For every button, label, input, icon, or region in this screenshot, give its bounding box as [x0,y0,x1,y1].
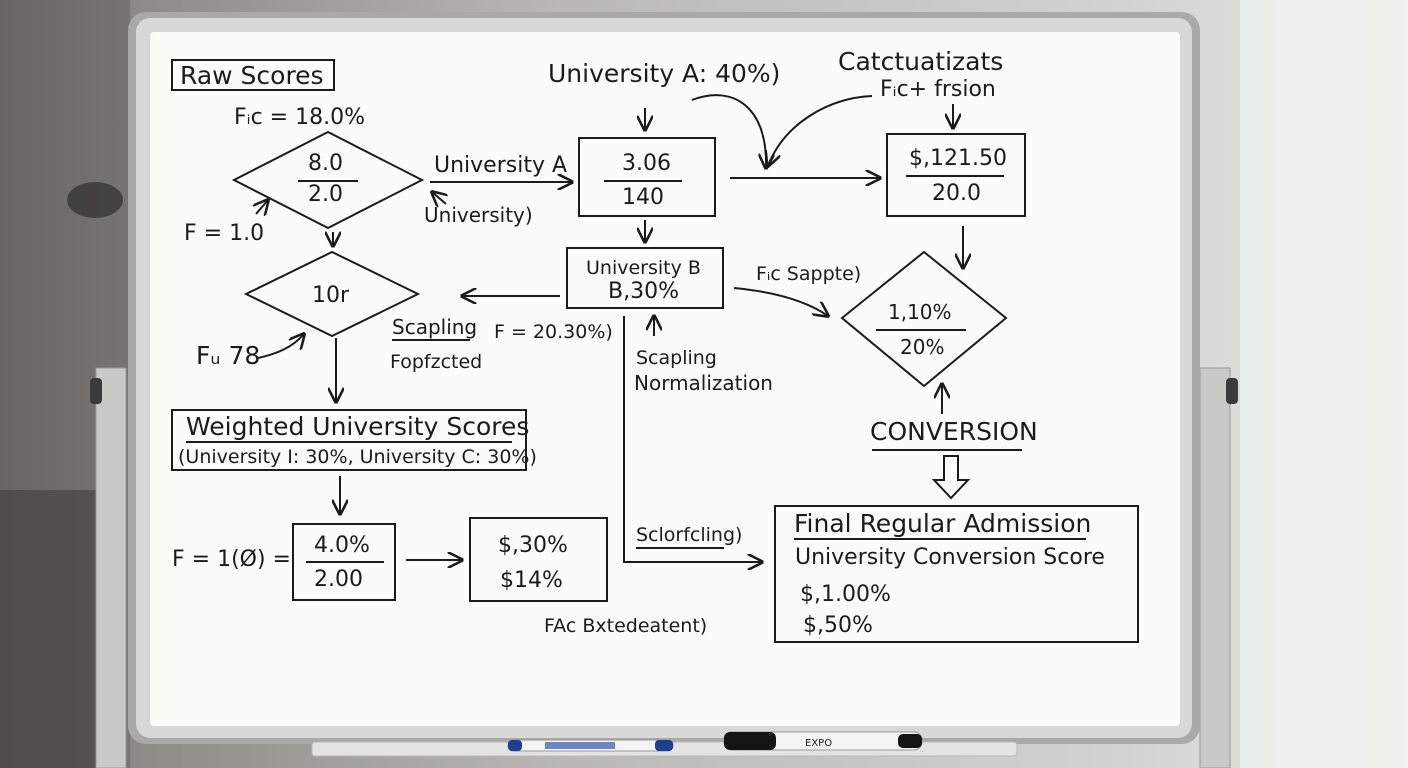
top-right-box [886,133,1026,217]
conversion-label: CONVERSION [870,417,1038,446]
conversion-diamond [840,250,1008,388]
univ-b-line1: University B [586,257,701,279]
arrow-univ-a-label-curve [691,94,766,168]
top-right-bottom: 20.0 [932,181,981,206]
black-marker-label: EXPO [805,738,832,749]
diamond3-bottom: 20% [900,335,944,359]
arrow-univ-b-to-final [623,316,762,562]
result-box-b [469,517,608,602]
diamond2-value: 10r [312,283,350,308]
fopfzcted-label: Fopfzcted [390,351,482,373]
f-one-arrow [256,200,268,214]
catcutatization-label: Catctuatizats [838,47,1003,76]
weighted-subtitle: (University I: 30%, University C: 30%) [178,446,537,468]
raw-score-diamond [231,130,425,230]
final-value-2: $,50% [803,613,873,638]
fic-sappte-label: Fᵢc Sappte) [756,263,861,285]
top-right-top: $,121.50 [909,146,1007,171]
edge-university: University) [424,203,533,227]
f-u78-label: Fᵤ 78 [196,341,260,370]
edge-university-a: University A [434,153,567,178]
arrow-fic-prsion-curve [768,95,873,166]
box-b-bottom: $14% [500,568,563,593]
final-title: Final Regular Admission [794,509,1091,538]
univ-a-top-value: 3.06 [622,151,671,176]
stand-leg-right [1199,367,1231,768]
weighted-title: Weighted University Scores [186,412,529,441]
diamond3-top: 1,10% [888,300,952,324]
sclorfcling-label: Sclorfcling) [636,524,742,546]
f-u78-arrow [257,334,304,359]
box-b-top: $,30% [498,533,568,558]
whiteboard-surface [150,32,1180,726]
fic-prsion-label: Fᵢc+ frsion [880,77,996,102]
diamond1-bottom: 2.0 [308,182,343,207]
scapling-middle: Scapling [636,347,717,369]
arrow-univ-b-to-diamond3 [733,287,828,316]
result-box-a [292,523,396,601]
background-chairs [0,490,110,768]
raw-scores-label: Raw Scores [180,61,324,90]
stand-leg-left [95,367,127,768]
normalization-label: Normalization [634,371,773,395]
final-subtitle: University Conversion Score [795,545,1105,570]
diamond1-top: 8.0 [308,151,343,176]
hollow-down-arrow-icon [931,455,971,500]
box-a-top: 4.0% [314,533,370,558]
scaled-diamond [243,250,421,338]
raw-scores-label-box [171,59,335,91]
final-value-1: $,1.00% [800,582,891,607]
univ-a-bottom-value: 140 [622,185,664,210]
stand-knob-left [90,378,102,404]
final-score-box [774,505,1139,643]
university-back-arrow [432,192,446,204]
f-formula-label: F = 1(Ø) = [172,547,291,572]
f-2030-label: F = 20.30%) [494,321,613,343]
univ-a-top-label: University A: 40%) [548,59,780,88]
background-window [1240,0,1408,768]
weighted-scores-box [171,409,527,471]
univ-a-box [578,137,716,217]
fic-value: Fᵢc = 18.0% [234,105,365,130]
background-lamp [67,182,123,218]
f-one-label: F = 1.0 [184,221,264,246]
blue-marker[interactable] [507,739,674,752]
univ-b-box [566,247,724,309]
black-marker[interactable]: EXPO [723,731,923,751]
fac-label: FAc Bxtedeatent) [544,615,707,637]
box-a-bottom: 2.00 [314,567,363,592]
stand-knob-right [1226,378,1238,404]
univ-b-line2: B,30% [608,279,679,304]
scapling-left: Scapling [392,315,477,339]
